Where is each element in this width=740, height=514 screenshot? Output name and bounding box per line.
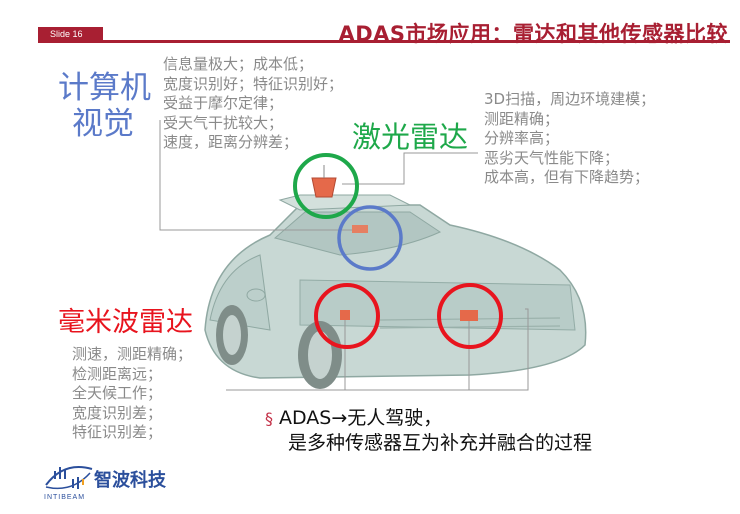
cv-point: 宽度识别好；特征识别好； (163, 74, 344, 93)
page-title: ADAS市场应用：雷达和其他传感器比较 (338, 22, 728, 46)
lidar-point: 3D扫描，周边环境建模； (484, 90, 656, 108)
conclusion-bullet: § ADAS→无人驾驶， 是多种传感器互为补充并融合的过程 (265, 406, 592, 456)
cv-point: 受天气干扰较大； (163, 113, 284, 132)
section-mark-icon: § (265, 409, 273, 428)
conclusion-line2: 是多种传感器互为补充并融合的过程 (288, 432, 593, 454)
lidar-point: 分辨率高； (484, 129, 560, 147)
lidar-point: 测距精确； (484, 109, 560, 128)
computer-vision-label-line2: 视觉 (72, 106, 134, 142)
mmw-point: 宽度识别差； (72, 403, 163, 422)
slide-number-tab: Slide 16 (38, 27, 103, 41)
lidar-point: 恶劣天气性能下降； (484, 148, 620, 167)
intibeam-logo-icon (45, 466, 93, 490)
mmw-point: 特征识别差； (72, 423, 163, 441)
computer-vision-description: 信息量极大；成本低； 宽度识别好；特征识别好； 受益于摩尔定律； 受天气干扰较大… (163, 55, 343, 153)
mmwave-radar-description: 测速，测距精确； 检测距离远； 全天候工作； 宽度识别差； 特征识别差； (72, 345, 192, 443)
cv-point: 信息量极大；成本低； (163, 55, 314, 73)
mmw-point: 全天候工作； (72, 384, 163, 402)
computer-vision-label-line1: 计算机 (58, 70, 151, 106)
lidar-point: 成本高，但有下降趋势； (484, 168, 650, 186)
company-subtitle: INTIBEAM (44, 494, 86, 501)
lidar-highlight-circle (293, 153, 359, 219)
cv-point: 速度，距离分辨差； (163, 133, 299, 151)
company-name: 智波科技 (94, 470, 166, 491)
lidar-description: 3D扫描，周边环境建模； 测距精确； 分辨率高； 恶劣天气性能下降； 成本高，但… (484, 90, 655, 188)
computer-vision-label: 计算机 视觉 (58, 70, 151, 142)
title-divider (38, 40, 730, 43)
radar-left-highlight-circle (314, 283, 380, 349)
radar-right-highlight-circle (437, 283, 503, 349)
camera-highlight-circle (337, 205, 403, 271)
lidar-label: 激光雷达 (352, 120, 469, 154)
cv-point: 受益于摩尔定律； (163, 94, 284, 112)
mmw-point: 检测距离远； (72, 364, 163, 383)
conclusion-line1: ADAS→无人驾驶， (279, 407, 443, 429)
mmwave-radar-label: 毫米波雷达 (58, 307, 193, 338)
mmw-point: 测速，测距精确； (72, 345, 193, 363)
